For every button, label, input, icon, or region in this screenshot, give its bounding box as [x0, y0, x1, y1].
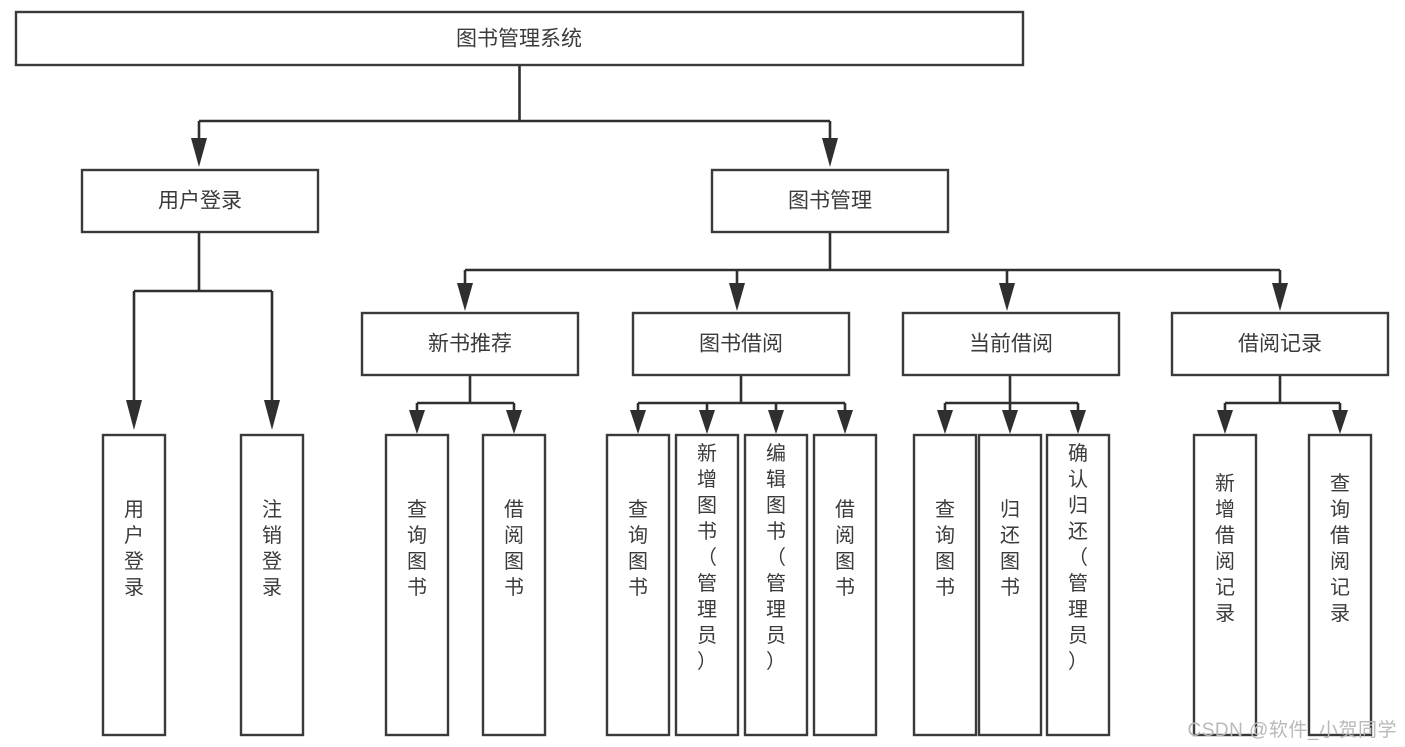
node-leaf-add-book-label: 新增图书（管理员）: [697, 442, 717, 673]
arrow-head-leaf-borrow-book-2: [837, 410, 853, 434]
node-leaf-user-login-box[interactable]: [101, 433, 167, 737]
connector-group-current-borrow: [937, 375, 1086, 434]
node-current-borrow[interactable]: 当前借阅: [901, 311, 1121, 377]
node-borrow-record-box[interactable]: [1170, 311, 1390, 377]
arrow-head-leaf-query-book-3: [937, 410, 953, 434]
arrow-head-leaf-query-record: [1332, 410, 1348, 434]
node-book-borrow[interactable]: 图书借阅: [631, 311, 851, 377]
node-leaf-add-book[interactable]: 新增图书（管理员）: [674, 433, 740, 737]
arrow-head-leaf-user-login: [126, 400, 142, 430]
node-leaf-add-record-box[interactable]: [1192, 433, 1258, 737]
node-leaf-return-book[interactable]: 归还图书: [977, 433, 1043, 737]
connector-group-borrow-record: [1217, 375, 1348, 434]
node-borrow-record[interactable]: 借阅记录: [1170, 311, 1390, 377]
node-book-management-label: 图书管理: [788, 190, 872, 213]
node-leaf-borrow-book-1-box[interactable]: [481, 433, 547, 737]
node-user-login[interactable]: 用户登录: [80, 168, 320, 234]
node-new-book-recommend-label: 新书推荐: [428, 333, 512, 356]
node-leaf-borrow-book-1[interactable]: 借阅图书: [481, 433, 547, 737]
connector-group-book-borrow: [630, 375, 853, 434]
node-book-borrow-box[interactable]: [631, 311, 851, 377]
node-book-management-box[interactable]: [710, 168, 950, 234]
node-leaf-borrow-book-2-box[interactable]: [812, 433, 878, 737]
node-root-label: 图书管理系统: [456, 28, 582, 51]
connector-group-root: [191, 65, 838, 167]
arrow-head-user-login: [191, 138, 207, 167]
node-leaf-query-record-label: 查询借阅记录: [1330, 472, 1350, 625]
node-leaf-logout-login-label: 注销登录: [262, 498, 282, 599]
node-leaf-logout-login[interactable]: 注销登录: [239, 433, 305, 737]
node-leaf-query-book-3-label: 查询图书: [935, 498, 955, 599]
node-book-borrow-label: 图书借阅: [699, 333, 783, 356]
node-current-borrow-label: 当前借阅: [969, 333, 1053, 356]
node-leaf-query-book-2-label: 查询图书: [628, 498, 648, 599]
node-user-login-box[interactable]: [80, 168, 320, 234]
node-leaf-borrow-book-1-label: 借阅图书: [504, 498, 524, 599]
node-leaf-confirm-return-box[interactable]: [1045, 433, 1111, 737]
node-leaf-edit-book-label: 编辑图书（管理员）: [766, 442, 786, 673]
node-leaf-confirm-return-label: 确认归还（管理员）: [1068, 442, 1088, 673]
arrow-head-leaf-query-book-1: [409, 410, 425, 434]
node-book-management[interactable]: 图书管理: [710, 168, 950, 234]
arrow-head-leaf-borrow-book-1: [506, 410, 522, 434]
node-leaf-query-book-3-box[interactable]: [912, 433, 978, 737]
node-new-book-recommend-box[interactable]: [360, 311, 580, 377]
arrow-head-leaf-edit-book: [768, 410, 784, 434]
node-leaf-add-record[interactable]: 新增借阅记录: [1192, 433, 1258, 737]
node-leaf-edit-book-box[interactable]: [743, 433, 809, 737]
connector-group-user-login: [126, 232, 280, 430]
node-root-box[interactable]: [14, 10, 1025, 67]
arrow-head-borrow-record: [1272, 283, 1288, 311]
node-current-borrow-box[interactable]: [901, 311, 1121, 377]
node-leaf-user-login[interactable]: 用户登录: [101, 433, 167, 737]
node-leaf-logout-login-box[interactable]: [239, 433, 305, 737]
node-user-login-label: 用户登录: [158, 190, 242, 213]
node-leaf-query-record-box[interactable]: [1307, 433, 1373, 737]
arrow-head-leaf-return-book: [1002, 410, 1018, 434]
node-leaf-query-book-1-box[interactable]: [384, 433, 450, 737]
node-leaf-edit-book[interactable]: 编辑图书（管理员）: [743, 433, 809, 737]
node-leaf-add-record-label: 新增借阅记录: [1215, 472, 1235, 625]
node-leaf-confirm-return[interactable]: 确认归还（管理员）: [1045, 433, 1111, 737]
arrow-head-new-book-recommend: [457, 283, 473, 311]
arrow-head-leaf-add-record: [1217, 410, 1233, 434]
arrow-head-current-borrow: [999, 283, 1015, 311]
node-leaf-borrow-book-2-label: 借阅图书: [835, 498, 855, 599]
node-leaf-query-book-2-box[interactable]: [605, 433, 671, 737]
node-leaf-query-book-1[interactable]: 查询图书: [384, 433, 450, 737]
arrow-head-leaf-add-book: [699, 410, 715, 434]
node-leaf-query-book-2[interactable]: 查询图书: [605, 433, 671, 737]
node-leaf-user-login-label: 用户登录: [124, 499, 144, 599]
node-leaf-return-book-label: 归还图书: [1000, 498, 1020, 599]
arrow-head-book-management: [822, 138, 838, 167]
node-leaf-add-book-box[interactable]: [674, 433, 740, 737]
connector-group-book-management: [457, 232, 1288, 311]
node-leaf-query-book-1-label: 查询图书: [407, 498, 427, 599]
arrow-head-leaf-query-book-2: [630, 410, 646, 434]
node-leaf-query-record[interactable]: 查询借阅记录: [1307, 433, 1373, 737]
connector-group-new-book-recommend: [409, 375, 522, 434]
node-new-book-recommend[interactable]: 新书推荐: [360, 311, 580, 377]
arrow-head-leaf-logout-login: [264, 400, 280, 430]
arrow-head-leaf-confirm-return: [1070, 410, 1086, 434]
node-leaf-borrow-book-2[interactable]: 借阅图书: [812, 433, 878, 737]
arrow-head-book-borrow: [729, 283, 745, 311]
node-leaf-query-book-3[interactable]: 查询图书: [912, 433, 978, 737]
node-root[interactable]: 图书管理系统: [14, 10, 1025, 67]
node-leaf-return-book-box[interactable]: [977, 433, 1043, 737]
node-borrow-record-label: 借阅记录: [1238, 333, 1322, 356]
